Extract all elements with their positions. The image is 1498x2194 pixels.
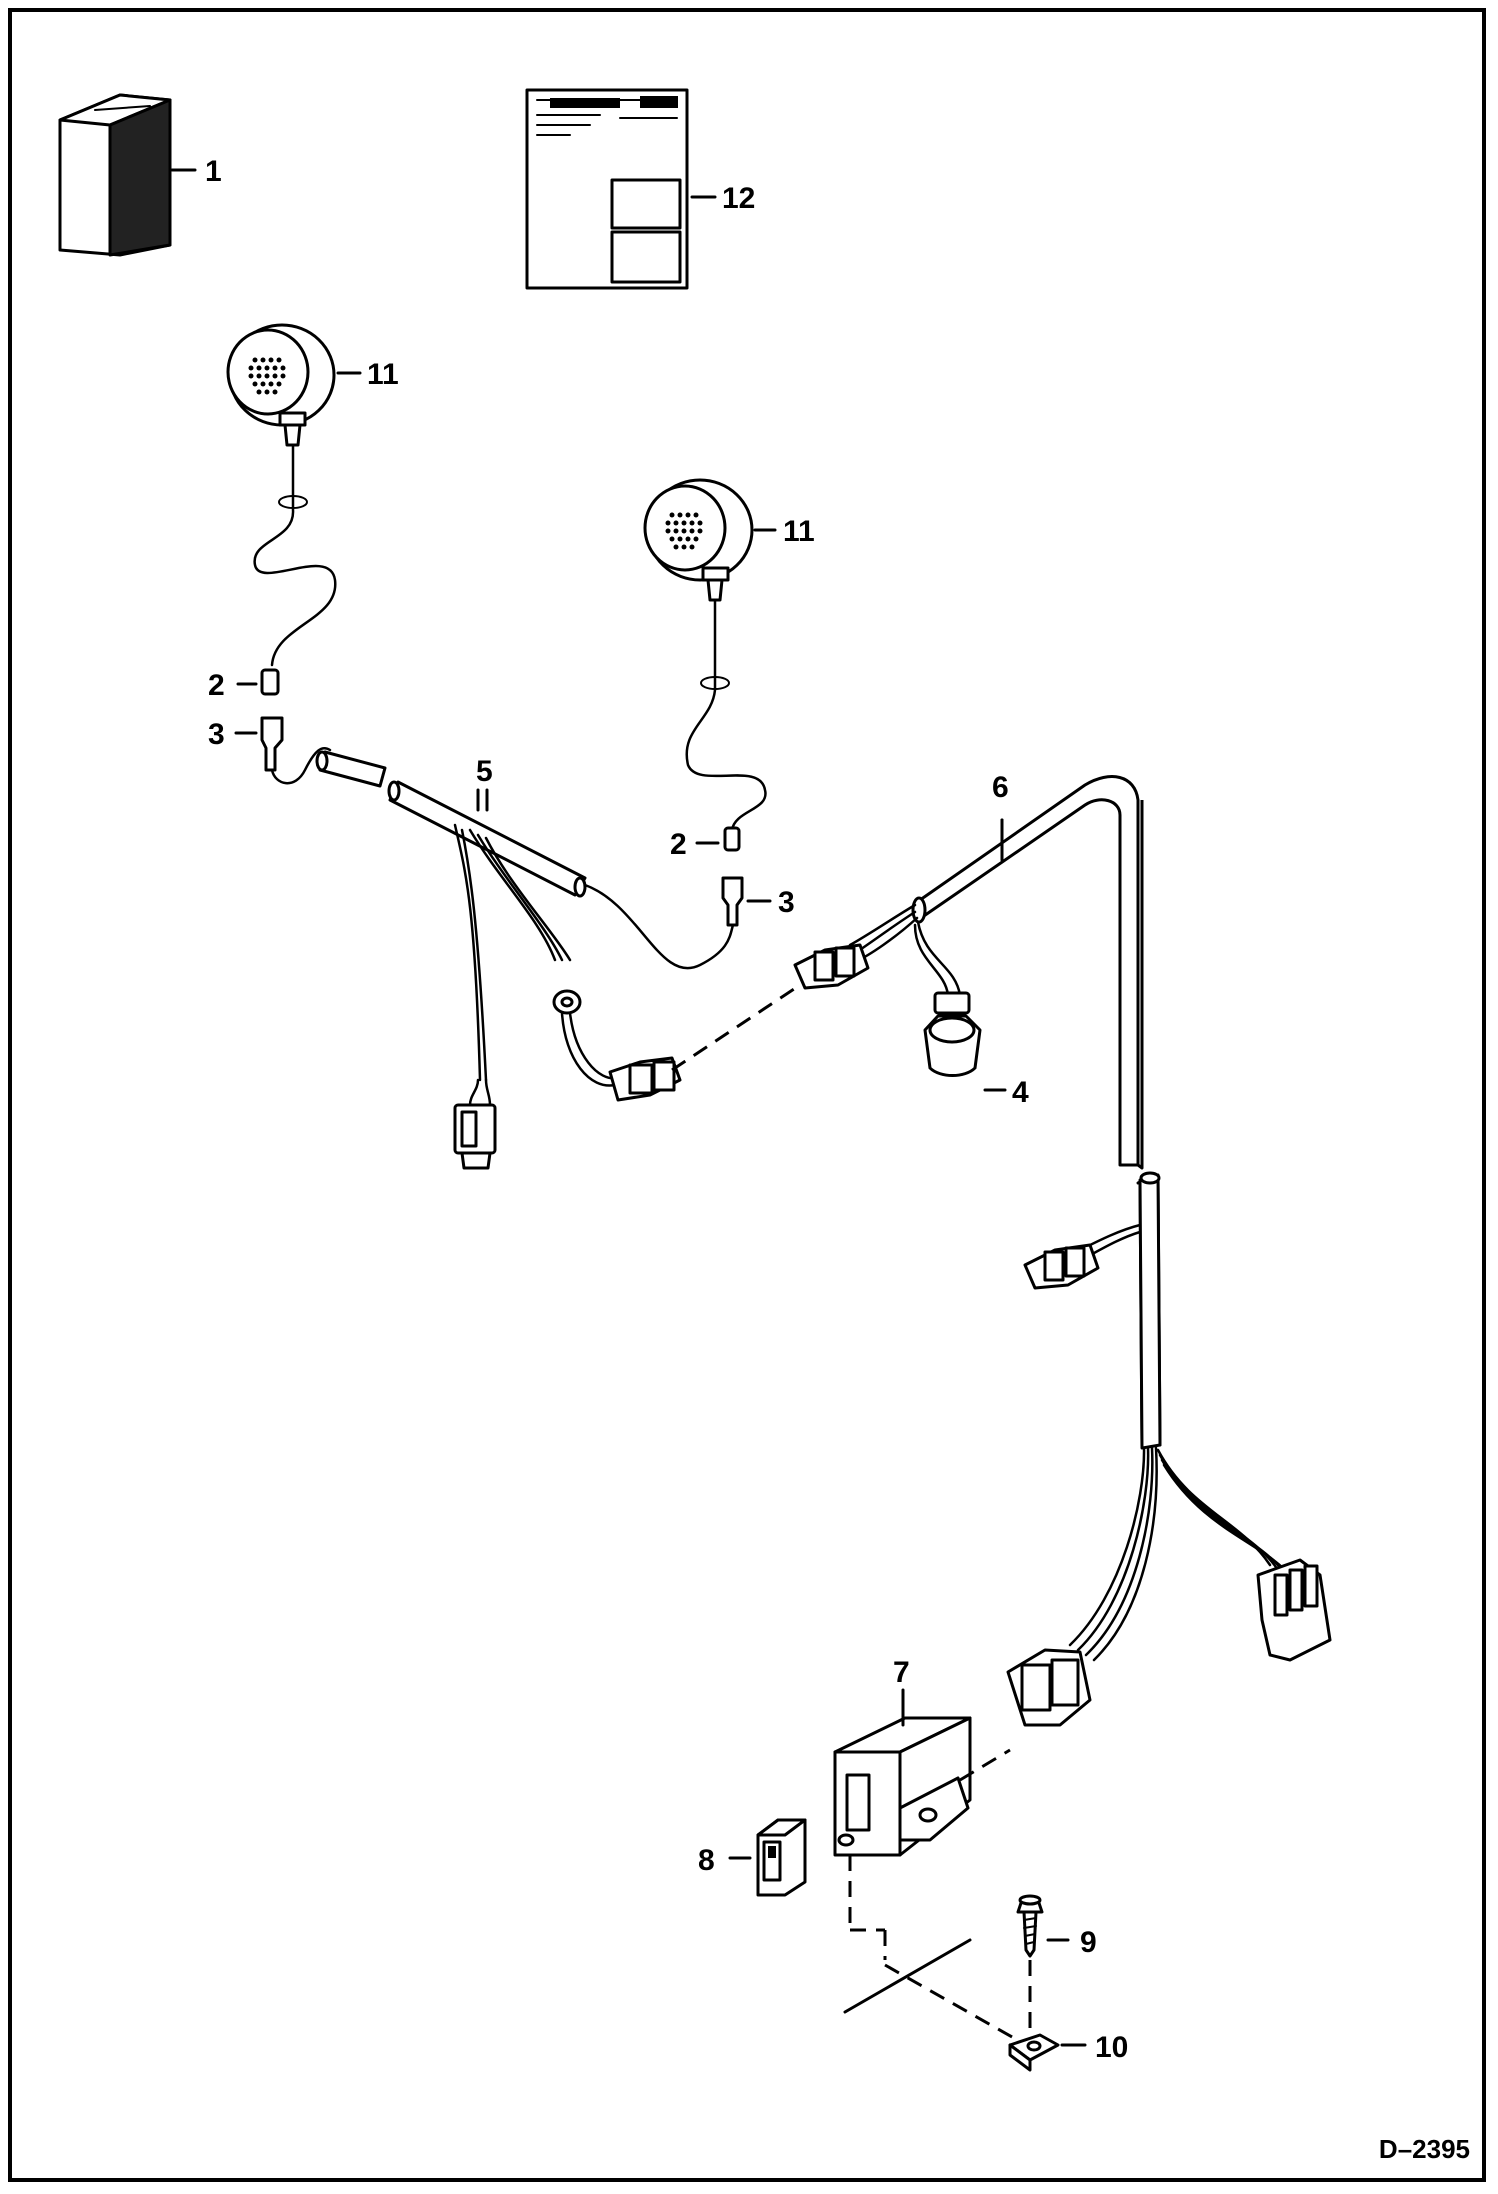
part-4-socket (923, 1014, 1007, 1092)
callout-11-right: 11 (783, 515, 815, 548)
part-2-terminal-right (695, 826, 741, 852)
callout-5: 5 (476, 755, 493, 788)
callout-2-left: 2 (208, 669, 225, 702)
part-1-box (58, 93, 197, 257)
part-5-light-harness (315, 750, 735, 1170)
callout-9: 9 (1080, 1926, 1097, 1959)
part-9-screw (1016, 1894, 1070, 2040)
callout-6: 6 (992, 771, 1009, 804)
part-11-work-light-right (643, 478, 777, 832)
part-10-clip-nut (1008, 2033, 1087, 2072)
callout-10: 10 (1095, 2031, 1128, 2064)
callout-4: 4 (1012, 1076, 1029, 1109)
callout-2-right: 2 (670, 828, 687, 861)
callout-11-left: 11 (367, 358, 399, 391)
part-8-rocker-switch (728, 1818, 807, 1897)
mount-surface-line (843, 1938, 972, 2014)
part-3-connector-right (721, 876, 772, 927)
callout-8: 8 (698, 1844, 715, 1877)
callout-1: 1 (205, 155, 222, 188)
part-11-work-light-left (226, 323, 362, 667)
diagram-border (8, 8, 1486, 2182)
part-3-connector-left (234, 716, 332, 785)
mount-dashed-line-diag (884, 1963, 1036, 2052)
connection-dashed-line (671, 983, 801, 1072)
part-7-switch-bracket (833, 1688, 972, 1857)
part-6-main-harness (793, 775, 1332, 1727)
part-12-instruction-sheet (525, 88, 717, 290)
callout-3-left: 3 (208, 718, 225, 751)
callout-12: 12 (722, 182, 755, 215)
callout-7: 7 (893, 1656, 910, 1689)
part-2-terminal-left (236, 668, 280, 696)
bracket-dashed-line (959, 1748, 1011, 1782)
callout-3-right: 3 (778, 886, 795, 919)
figure-id: D–2395 (1379, 2134, 1470, 2164)
